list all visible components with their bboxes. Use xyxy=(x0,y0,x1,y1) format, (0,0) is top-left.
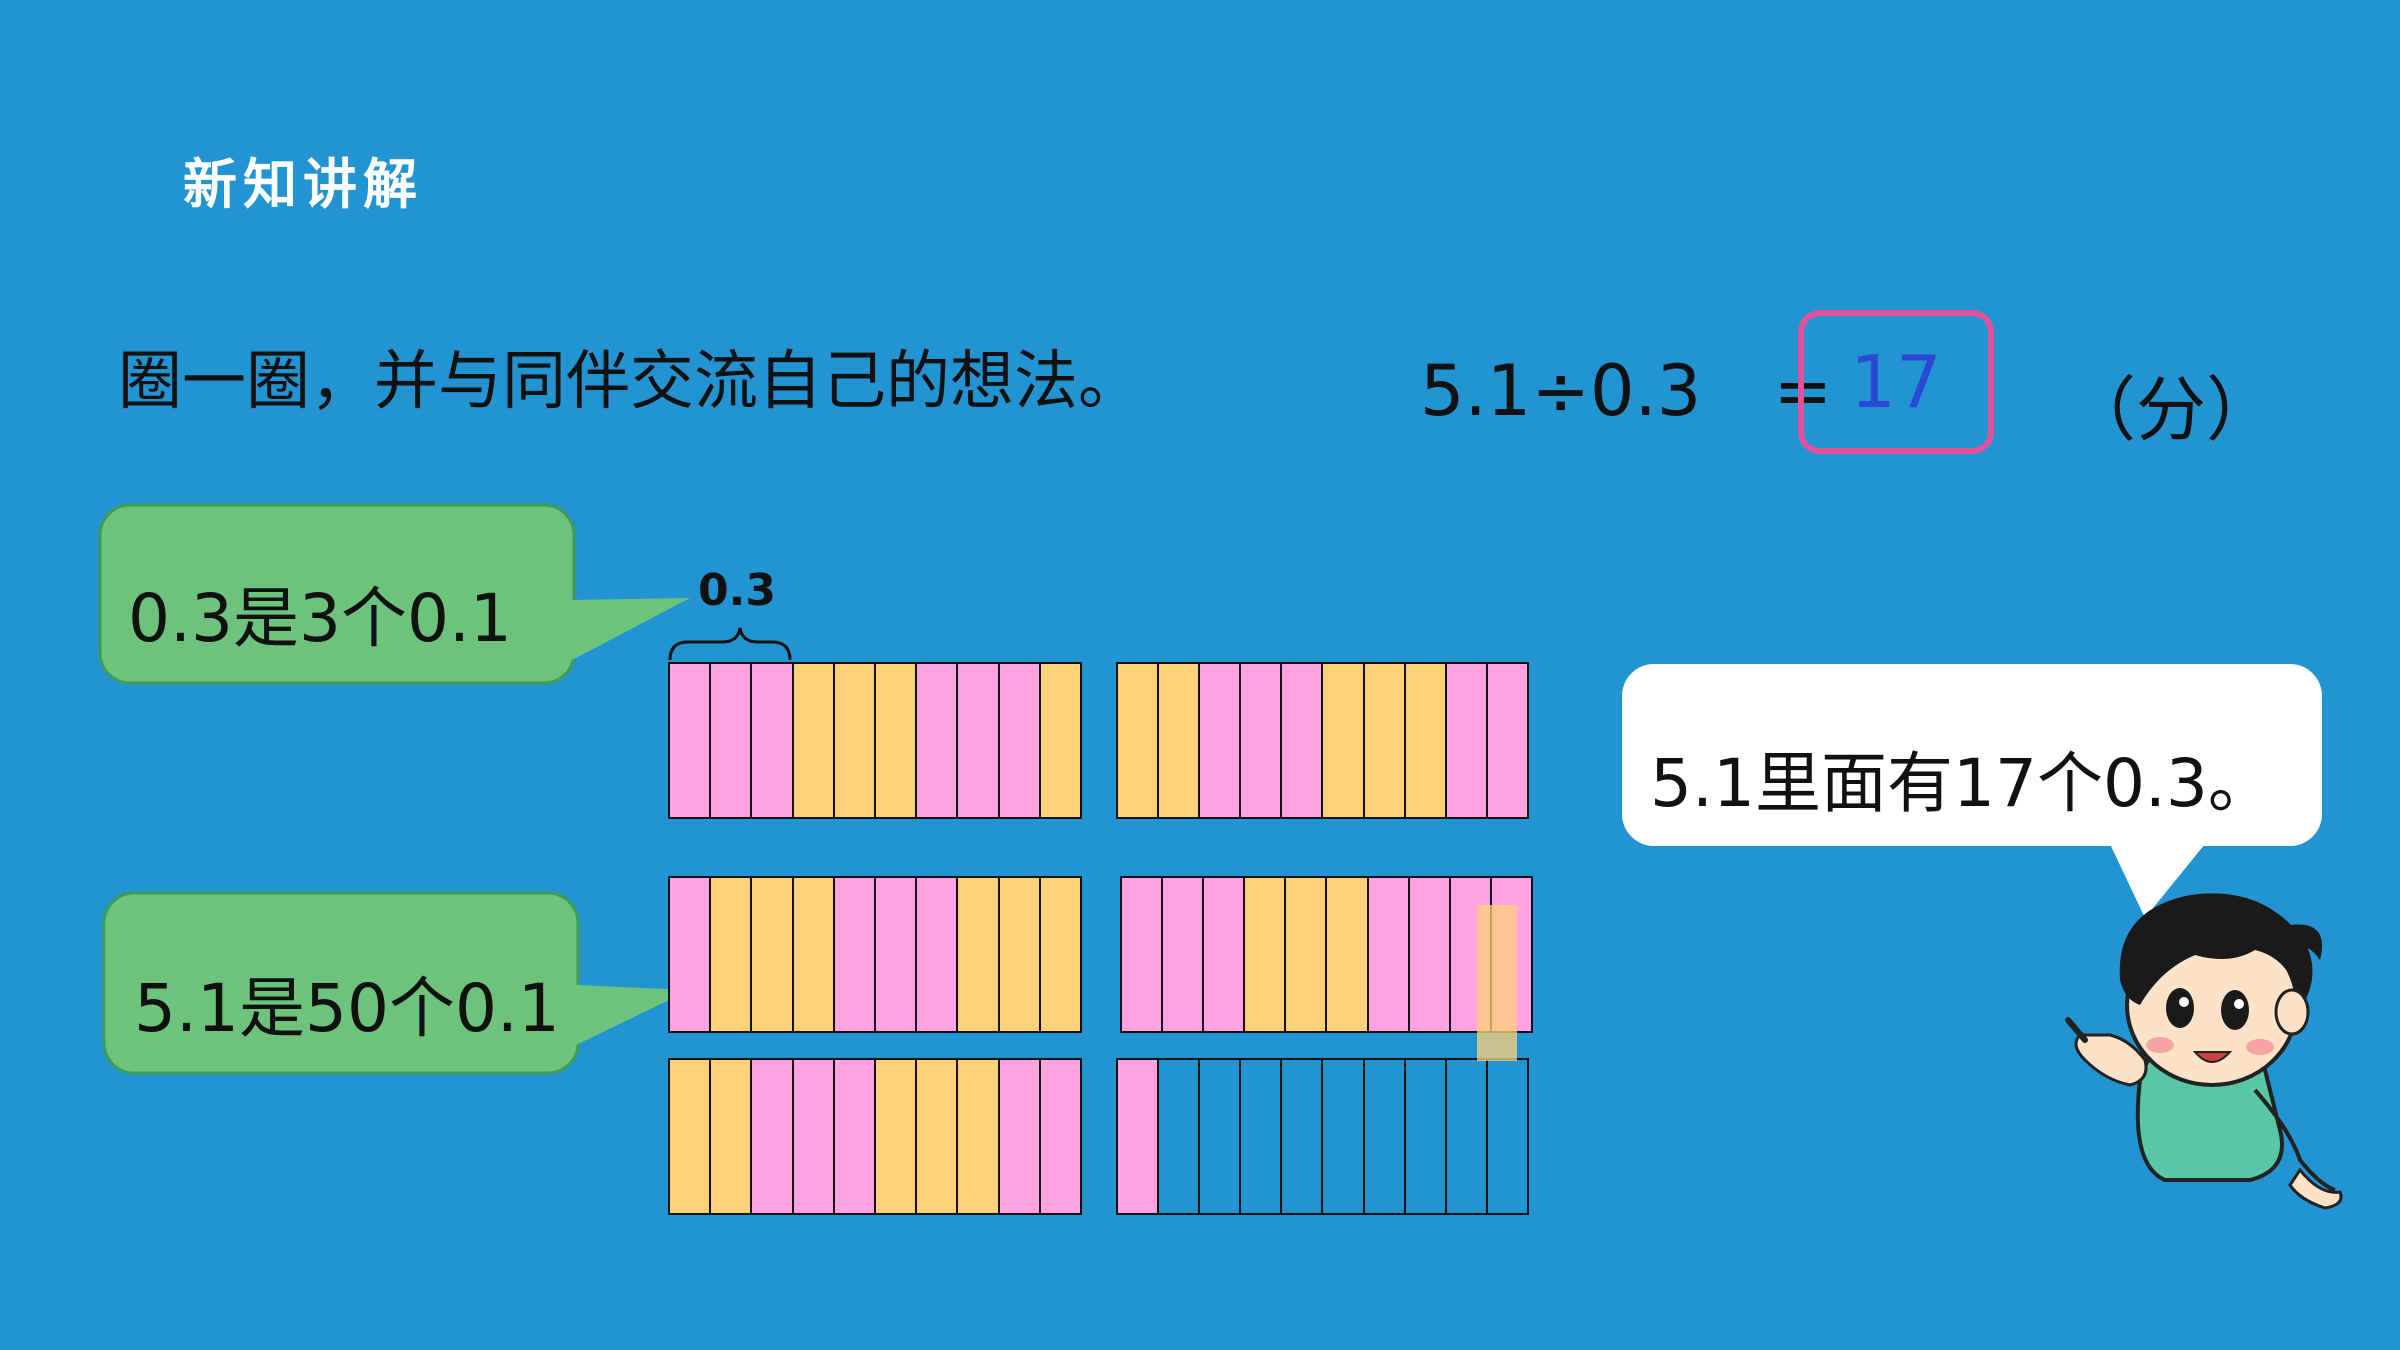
instruction-text: 圈一圈，并与同伴交流自己的想法。 xyxy=(118,345,1142,419)
tenth-cell xyxy=(711,664,753,817)
equation: 5.1÷0.3 = xyxy=(1420,350,1832,432)
tenth-cell xyxy=(1282,664,1324,817)
partial-group-highlight xyxy=(1477,905,1517,1061)
tenth-cell xyxy=(1282,1060,1324,1213)
tenth-cell xyxy=(999,664,1041,817)
bracket-label: 0.3 xyxy=(698,565,776,616)
tenth-cell xyxy=(958,1060,1000,1213)
tenths-strip xyxy=(1116,662,1529,819)
tenth-cell xyxy=(1323,1060,1365,1213)
speech-bubble-3 xyxy=(1622,664,2322,918)
tenth-cell xyxy=(917,878,959,1031)
speech-bubble-1 xyxy=(98,503,690,685)
tenth-cell xyxy=(1200,1060,1242,1213)
brace-bracket xyxy=(668,627,792,661)
tenth-cell xyxy=(1487,664,1527,817)
tenth-cell xyxy=(711,1060,753,1213)
tenth-cell xyxy=(999,878,1041,1031)
tenth-cell xyxy=(1159,664,1201,817)
tenth-cell xyxy=(1163,878,1205,1031)
tenth-cell xyxy=(1409,878,1451,1031)
tenth-cell xyxy=(1446,664,1488,817)
tenth-cell xyxy=(1122,878,1164,1031)
tenth-cell xyxy=(1364,664,1406,817)
section-title: 新知讲解 xyxy=(183,153,423,216)
tenths-strip xyxy=(1120,876,1533,1033)
tenth-cell xyxy=(958,664,1000,817)
tenth-cell xyxy=(1323,664,1365,817)
tenth-cell xyxy=(793,878,835,1031)
tenth-cell xyxy=(1118,664,1160,817)
tenth-cell xyxy=(1406,1060,1447,1213)
tenth-cell xyxy=(752,878,794,1031)
answer-box: 17 xyxy=(1798,310,1994,454)
tenth-cell xyxy=(670,1060,712,1213)
tenth-cell xyxy=(1286,878,1328,1031)
tenth-cell xyxy=(752,1060,794,1213)
tenth-cell xyxy=(1447,1060,1488,1213)
tenth-cell xyxy=(1200,664,1242,817)
tenth-cell xyxy=(752,664,794,817)
tenth-cell xyxy=(1159,1060,1201,1213)
tenth-cell xyxy=(1488,1060,1527,1213)
tenth-cell xyxy=(1245,878,1287,1031)
tenth-cell xyxy=(834,1060,877,1213)
tenth-cell xyxy=(1405,664,1447,817)
bubble-text-5.1: 5.1是50个0.1 xyxy=(134,970,560,1047)
tenth-cell xyxy=(1365,1060,1406,1213)
tenth-cell xyxy=(1241,1060,1283,1213)
tenth-cell xyxy=(917,1060,959,1213)
tenth-cell xyxy=(711,878,753,1031)
tenth-cell xyxy=(1118,1060,1160,1213)
tenth-cell xyxy=(1040,1060,1081,1213)
speech-bubble-2 xyxy=(102,891,690,1075)
boy-pointing-icon xyxy=(2065,893,2343,1210)
tenth-cell xyxy=(1368,878,1410,1031)
tenth-cell xyxy=(876,664,918,817)
tenth-cell xyxy=(958,878,1000,1031)
tenths-strip xyxy=(668,662,1082,819)
tenth-cell xyxy=(834,878,877,1031)
tenths-strip xyxy=(668,1058,1082,1215)
tenth-cell xyxy=(917,664,959,817)
tenths-strip xyxy=(1116,1058,1529,1215)
tenth-cell xyxy=(670,878,712,1031)
tenth-cell xyxy=(834,664,877,817)
unit-label: （分） xyxy=(2066,369,2276,451)
tenths-strip xyxy=(668,876,1082,1033)
bubble-text-0.3: 0.3是3个0.1 xyxy=(128,580,512,657)
tenth-cell xyxy=(1040,664,1081,817)
tenth-cell xyxy=(1040,878,1081,1031)
tenth-cell xyxy=(1241,664,1283,817)
tenth-cell xyxy=(670,664,712,817)
tenth-cell xyxy=(876,1060,918,1213)
equation-expression: 5.1÷0.3 xyxy=(1420,350,1702,432)
tenth-cell xyxy=(1327,878,1369,1031)
bubble-text-answer: 5.1里面有17个0.3。 xyxy=(1650,745,2274,822)
tenth-cell xyxy=(876,878,918,1031)
tenth-cell xyxy=(793,664,835,817)
tenth-cell xyxy=(1204,878,1246,1031)
tenth-cell xyxy=(999,1060,1041,1213)
tenth-cell xyxy=(793,1060,835,1213)
